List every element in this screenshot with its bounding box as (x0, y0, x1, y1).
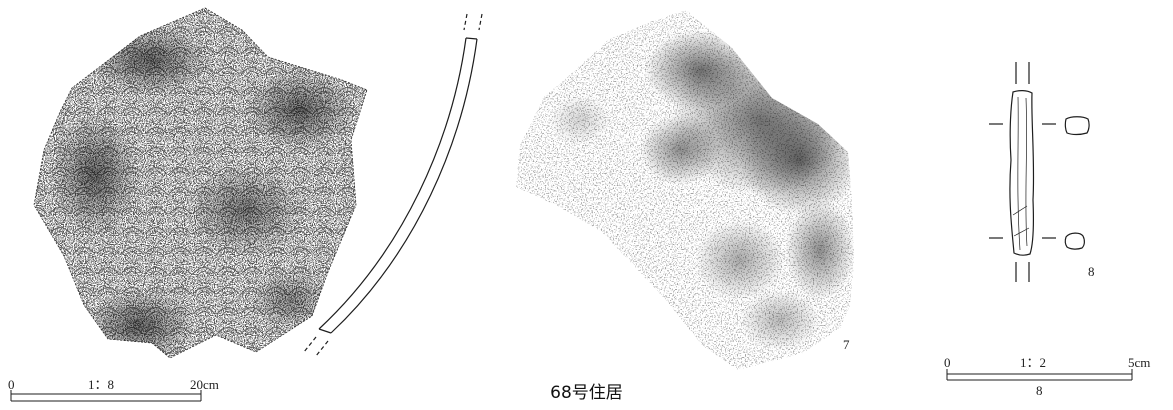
scale-left-ratio: 1：8 (88, 377, 115, 392)
scale-bar-right (946, 369, 1133, 381)
scale-right-end: 5cm (1128, 355, 1151, 370)
scale-right-ratio: 1：2 (1020, 355, 1047, 370)
figure-number-7: 7 (843, 337, 850, 352)
scale-right-start: 0 (944, 355, 951, 370)
sherd-rubbing-7 (516, 10, 854, 370)
figure-number-8: 8 (1088, 264, 1095, 279)
scale-left-start: 0 (8, 377, 15, 392)
artifact-8-drawing (989, 62, 1090, 282)
scale-bar-left (10, 390, 202, 402)
sherd-rubbing-exterior (33, 7, 368, 359)
figure-caption: 68号住居 (550, 383, 623, 403)
scale-left-end: 20cm (190, 377, 219, 392)
sherd-cross-section (303, 13, 483, 357)
scale-right-note: 8 (1036, 383, 1043, 398)
